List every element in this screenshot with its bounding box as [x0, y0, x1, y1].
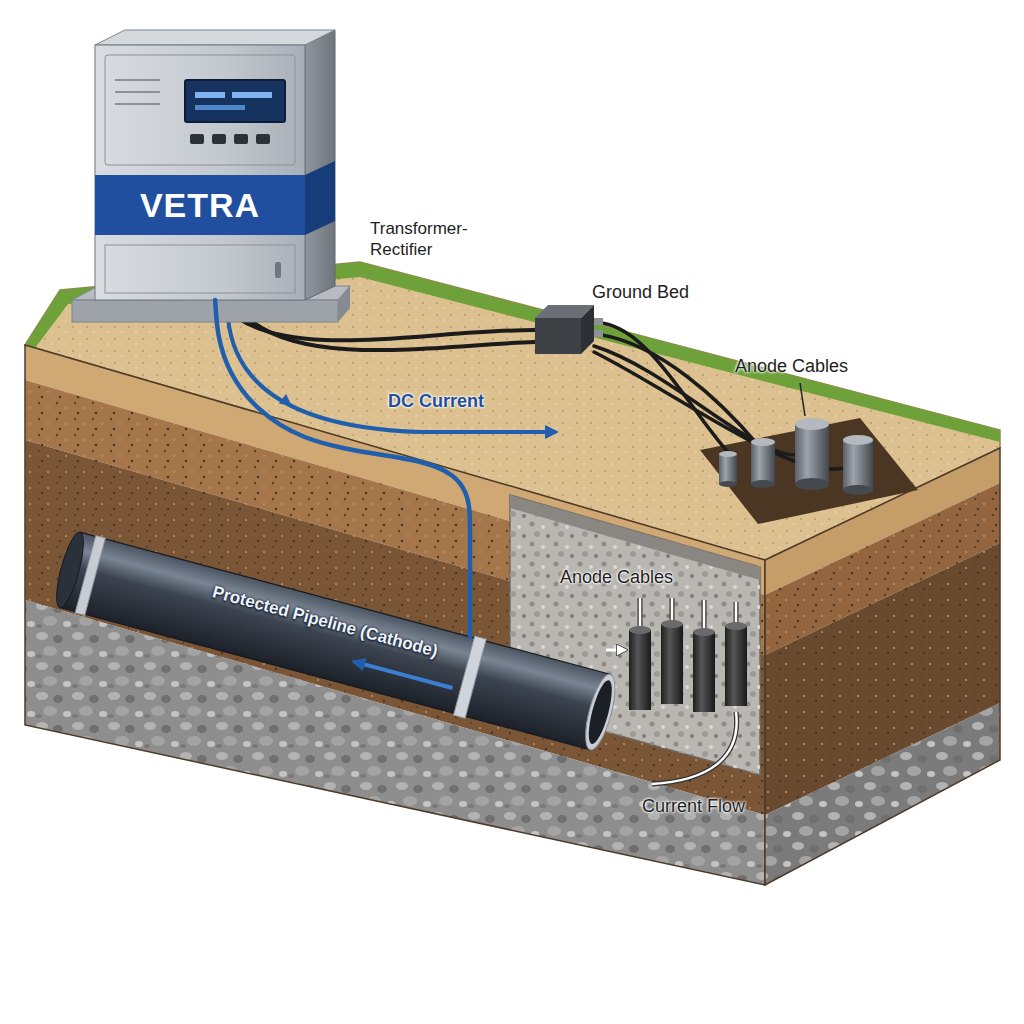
anode-top — [843, 435, 873, 445]
cabinet-front — [95, 45, 305, 300]
label-slot: Current Flow — [642, 795, 745, 818]
control-button — [212, 134, 226, 144]
brand-band-side — [305, 161, 335, 235]
supply-cable — [250, 320, 535, 350]
anode — [795, 424, 829, 484]
control-button — [256, 134, 270, 144]
buried-anodes — [629, 598, 747, 712]
control-button — [190, 134, 204, 144]
pipe-band — [75, 536, 105, 616]
control-button — [234, 134, 248, 144]
door-handle — [275, 262, 281, 278]
anode-base — [751, 480, 775, 488]
anode — [693, 632, 715, 712]
component-label: Anode Cables — [735, 355, 848, 378]
current-label: DC Current — [388, 390, 484, 413]
anode — [751, 442, 775, 484]
current-arrow — [606, 649, 626, 652]
vent-line — [115, 103, 160, 105]
anode-top — [719, 451, 737, 457]
lower-door — [105, 245, 295, 293]
dc-arrowhead — [279, 394, 292, 406]
plinth-front — [72, 300, 338, 322]
dc-cable — [228, 318, 556, 432]
anode-top — [725, 622, 747, 630]
vent-line — [115, 91, 160, 93]
box-front — [535, 318, 581, 354]
anode — [725, 626, 747, 706]
cabinet-brand: VETRA — [140, 185, 260, 225]
label-slot: Anode Cables — [735, 355, 848, 378]
pipe-open-end-inside — [584, 678, 617, 746]
junction-box — [535, 305, 603, 354]
surface-anodes — [719, 418, 873, 495]
cable-gland — [594, 318, 603, 325]
label-slot: Ground Bed — [592, 281, 689, 304]
anode-base — [719, 481, 737, 487]
current-flow-leader-outline — [652, 712, 737, 784]
soil-side-section — [765, 448, 1000, 980]
anode-top — [629, 626, 651, 634]
component-label: Anode Cables — [560, 566, 673, 589]
display-screen — [185, 80, 285, 122]
cable-clamp-band — [453, 636, 486, 718]
anode-top — [693, 628, 715, 636]
current-flow-leader — [652, 712, 737, 784]
cable-gland — [594, 330, 603, 337]
pipe-current-arrow — [354, 662, 453, 688]
label-slot: Anode Cables — [560, 566, 673, 589]
component-label: Ground Bed — [592, 281, 689, 304]
upper-panel — [105, 55, 295, 165]
anode — [629, 630, 651, 710]
rectifier-cabinet-drawing — [72, 30, 350, 322]
gravel-texture — [765, 703, 1000, 980]
label-slot: DC Current — [388, 390, 484, 413]
anode-top — [751, 438, 775, 446]
display-segment — [195, 105, 245, 110]
pipe-open-end-rim — [580, 672, 621, 753]
box-side — [581, 305, 594, 354]
rectifier-cabinet: VETRA — [95, 45, 305, 300]
plinth-side — [338, 286, 350, 322]
label-slot: Transformer-Rectifier — [370, 218, 492, 261]
front-face-outline — [25, 345, 765, 885]
soil-cross-section — [25, 345, 765, 980]
pipe-body — [60, 532, 610, 749]
brand-band — [95, 175, 305, 235]
anode — [843, 440, 873, 490]
leader-line — [800, 383, 805, 416]
display-segment — [195, 92, 225, 98]
cabinet-top — [95, 30, 335, 45]
cable-connector — [215, 300, 470, 637]
ground-bed-pit — [700, 418, 918, 524]
current-label: Current Flow — [642, 795, 745, 818]
anode-cable — [602, 323, 728, 452]
anode-top — [661, 620, 683, 628]
vent-line — [115, 79, 160, 81]
anode-top — [795, 418, 829, 430]
component-label: Transformer-Rectifier — [370, 218, 492, 261]
cabinet-side — [305, 30, 335, 300]
anode-base — [843, 485, 873, 495]
pipeline-drawing — [51, 528, 622, 754]
anode — [661, 624, 683, 704]
anode — [719, 454, 737, 484]
anode-base — [795, 478, 829, 490]
display-segment — [232, 92, 272, 98]
gravel-layer — [765, 703, 1000, 980]
